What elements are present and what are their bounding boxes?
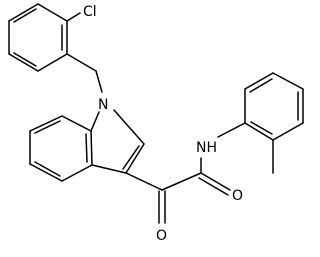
chlorine-label: Cl xyxy=(83,4,97,20)
benzo-ring xyxy=(29,115,93,182)
bond xyxy=(8,53,39,72)
double-bond-inner xyxy=(34,161,61,177)
bond-c3-cketo xyxy=(125,172,163,191)
bond xyxy=(125,143,145,174)
tolyl-ring xyxy=(244,72,304,141)
bond xyxy=(113,109,145,145)
bond xyxy=(37,3,68,22)
amide-nh-label: NH xyxy=(196,140,217,156)
bond xyxy=(244,122,274,141)
bond xyxy=(8,3,39,22)
bond xyxy=(29,163,63,182)
amide-double-bond xyxy=(198,177,229,196)
bond xyxy=(61,164,93,182)
pyrrole-ring xyxy=(90,109,145,174)
chlorobenzyl-ring xyxy=(8,3,68,72)
double-bond-inner xyxy=(122,145,140,170)
amide-oxygen-label: O xyxy=(232,188,243,204)
double-bond-inner xyxy=(85,133,88,163)
double-bond-inner xyxy=(13,52,37,67)
bond xyxy=(91,164,127,174)
keto-oxygen-label: O xyxy=(156,228,167,244)
bond xyxy=(37,53,68,72)
bond xyxy=(90,130,93,166)
bond xyxy=(29,115,63,132)
double-bond-inner xyxy=(250,121,273,135)
bond xyxy=(272,72,304,90)
bond-ring-ch2 xyxy=(66,53,97,72)
bond xyxy=(90,111,100,132)
bond-ch2-n xyxy=(95,70,103,93)
bond-cketo-camide xyxy=(161,172,202,191)
bond xyxy=(272,122,304,141)
double-bond-inner xyxy=(34,120,61,134)
bond xyxy=(244,72,274,90)
bond-c-cl xyxy=(66,12,81,22)
double-bond-inner xyxy=(249,78,273,93)
indole-nitrogen-label: N xyxy=(98,97,108,113)
bond-n-aryl xyxy=(217,122,246,138)
bond xyxy=(61,115,92,132)
double-bond-inner xyxy=(13,8,37,23)
amide-double-bond xyxy=(200,172,231,191)
